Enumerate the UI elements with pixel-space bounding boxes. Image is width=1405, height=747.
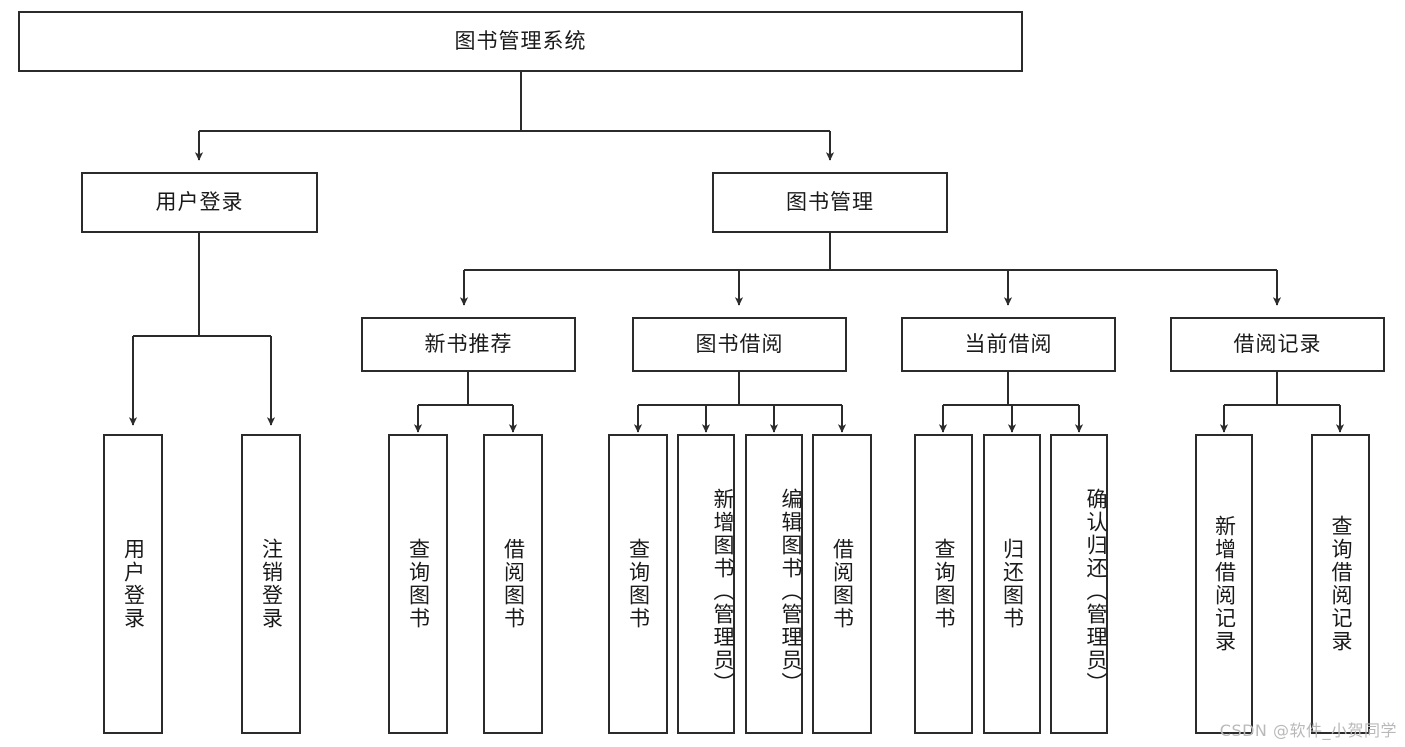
leaf-user-login-login[interactable]: 用户登录 <box>103 434 163 734</box>
leaf-borrow-record-query-record[interactable]: 查询借阅记录 <box>1311 434 1370 734</box>
leaf-book-borrow-add-book-admin[interactable]: 新增图书（管理员） <box>677 434 735 734</box>
node-new-book-recommend[interactable]: 新书推荐 <box>361 317 576 372</box>
leaf-book-borrow-query-book[interactable]: 查询图书 <box>608 434 668 734</box>
leaf-current-borrow-query-book[interactable]: 查询图书 <box>914 434 973 734</box>
leaf-new-book-borrow-book[interactable]: 借阅图书 <box>483 434 543 734</box>
leaf-current-borrow-return-book[interactable]: 归还图书 <box>983 434 1041 734</box>
node-user-login[interactable]: 用户登录 <box>81 172 318 233</box>
leaf-user-login-logout[interactable]: 注销登录 <box>241 434 301 734</box>
leaf-book-borrow-borrow-book[interactable]: 借阅图书 <box>812 434 872 734</box>
leaf-new-book-query-book[interactable]: 查询图书 <box>388 434 448 734</box>
node-book-borrow[interactable]: 图书借阅 <box>632 317 847 372</box>
node-current-borrow[interactable]: 当前借阅 <box>901 317 1116 372</box>
csdn-watermark: CSDN @软件_小贺同学 <box>1219 721 1397 740</box>
leaf-borrow-record-add-record[interactable]: 新增借阅记录 <box>1195 434 1253 734</box>
leaf-book-borrow-edit-book-admin[interactable]: 编辑图书（管理员） <box>745 434 803 734</box>
node-borrow-record[interactable]: 借阅记录 <box>1170 317 1385 372</box>
node-book-management[interactable]: 图书管理 <box>712 172 948 233</box>
node-root-book-management-system[interactable]: 图书管理系统 <box>18 11 1023 72</box>
leaf-current-borrow-confirm-return-admin[interactable]: 确认归还（管理员） <box>1050 434 1108 734</box>
